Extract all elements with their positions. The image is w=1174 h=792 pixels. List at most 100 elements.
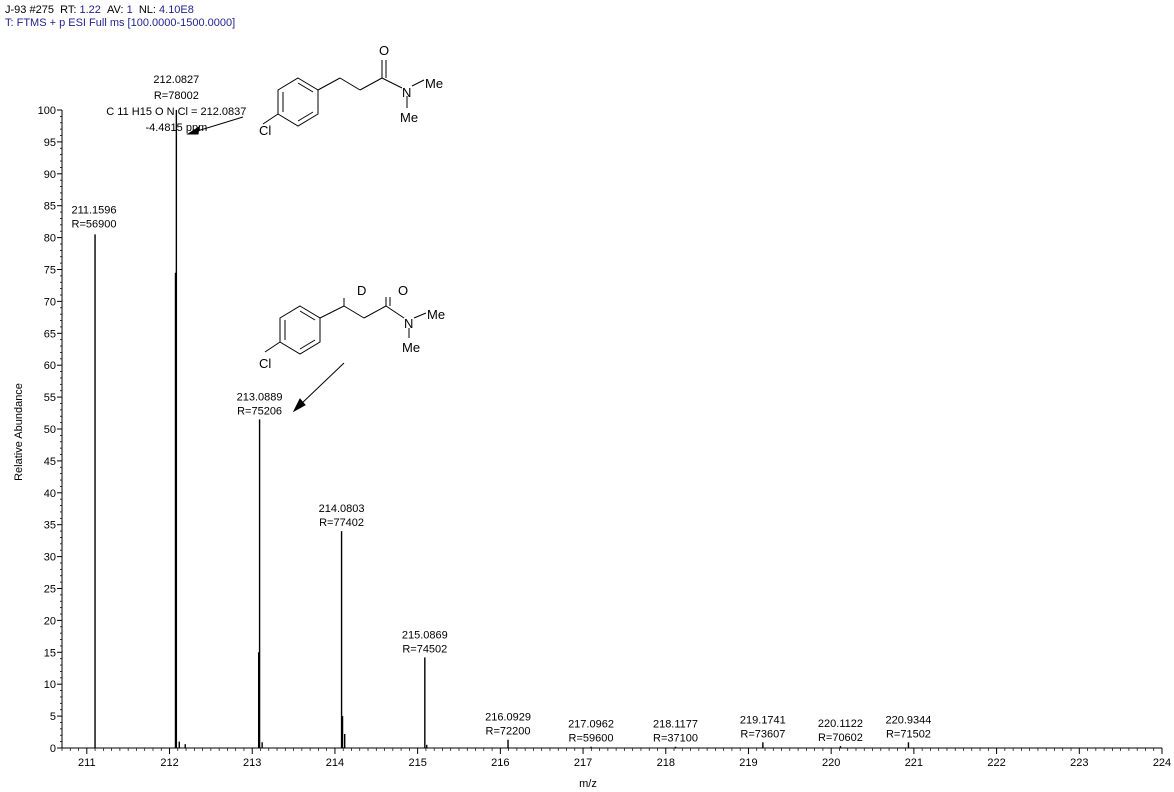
x-tick-label: 219 xyxy=(739,757,757,769)
peak-mz-label: 218.1177 xyxy=(653,719,698,731)
peak-mz-label: 214.0803 xyxy=(319,503,365,515)
y-axis-label: Relative Abundance xyxy=(13,383,25,481)
cl-bond xyxy=(264,341,281,353)
x-tick-label: 213 xyxy=(243,757,261,769)
peak-resolution-label: R=56900 xyxy=(72,218,117,230)
y-tick-label: 40 xyxy=(44,488,56,500)
y-tick-label: 20 xyxy=(44,615,56,627)
me-label-middle-1: Me xyxy=(427,307,445,322)
me-label-top-2: Me xyxy=(400,110,418,125)
ring-double-bond xyxy=(299,310,316,321)
benzene-ring-top xyxy=(277,77,319,127)
chain-bond xyxy=(319,305,345,319)
chain-bond xyxy=(363,305,387,319)
peak-mz-label: 216.0929 xyxy=(485,712,531,724)
x-tick-label: 223 xyxy=(1070,757,1088,769)
arrow-top-head xyxy=(186,125,200,135)
amide-bond xyxy=(381,77,403,89)
d-label-middle: D xyxy=(357,283,366,298)
ring-double-bond xyxy=(297,111,314,122)
o-label-middle: O xyxy=(398,283,408,298)
y-tick-label: 15 xyxy=(44,647,56,659)
cl-bond xyxy=(262,113,279,125)
scan-prefix: J-93 xyxy=(5,4,27,16)
peak-resolution-label: R=70602 xyxy=(818,732,863,744)
o-label-top: O xyxy=(379,43,389,58)
peak-resolution-label: R=71502 xyxy=(886,728,931,740)
plot-axes: 0510152025303540455055606570758085909510… xyxy=(38,105,1172,769)
x-tick-label: 218 xyxy=(657,757,675,769)
peak-mz-label: 213.0889 xyxy=(237,391,283,403)
ring-double-bond xyxy=(297,82,314,93)
peak-mz-label: 219.1741 xyxy=(740,714,786,726)
rt-value: 1.22 xyxy=(79,4,101,16)
arrow-top-line xyxy=(193,116,244,133)
cl-label-top: Cl xyxy=(259,123,271,138)
x-tick-label: 221 xyxy=(905,757,923,769)
x-tick-label: 222 xyxy=(987,757,1005,769)
filter-line: T: FTMS + p ESI Full ms [100.0000-1500.0… xyxy=(5,17,236,29)
y-tick-label: 10 xyxy=(44,679,56,691)
scan-info-line: J-93 #275 RT: 1.22 AV: 1 NL: 4.10E8 xyxy=(5,4,194,16)
chain-bond xyxy=(317,77,341,91)
x-tick-label: 215 xyxy=(408,757,426,769)
chain-bond xyxy=(359,77,383,91)
y-tick-label: 30 xyxy=(44,552,56,564)
peak-mz-label: 215.0869 xyxy=(402,629,448,641)
arrow-middle-head xyxy=(292,398,306,413)
ring-double-bond xyxy=(299,339,316,350)
peak-mz-label: 211.1596 xyxy=(71,204,116,216)
y-tick-label: 80 xyxy=(44,233,56,245)
y-tick-label: 55 xyxy=(44,392,56,404)
y-tick-label: 45 xyxy=(44,456,56,468)
x-tick-label: 224 xyxy=(1153,757,1171,769)
x-tick-label: 211 xyxy=(78,757,96,769)
peak-mz-label: 220.1122 xyxy=(818,718,863,730)
arrow-middle-line xyxy=(299,362,345,406)
y-tick-label: 85 xyxy=(44,201,56,213)
benzene-ring-middle xyxy=(279,305,321,355)
peak-formula-label: C 11 H15 O N Cl = 212.0837 xyxy=(106,106,246,118)
y-tick-label: 95 xyxy=(44,137,56,149)
y-tick-label: 75 xyxy=(44,265,56,277)
n-label-middle: N xyxy=(404,316,413,331)
x-tick-label: 220 xyxy=(822,757,840,769)
me-label-top-1: Me xyxy=(425,76,443,91)
x-tick-label: 214 xyxy=(326,757,344,769)
x-axis-label: m/z xyxy=(579,778,597,790)
chain-bond xyxy=(343,305,365,319)
y-tick-label: 5 xyxy=(50,711,56,723)
nl-label: NL: xyxy=(138,4,156,16)
peak-mz-label: 220.9344 xyxy=(886,714,932,726)
chain-bond xyxy=(339,77,361,91)
structure-top xyxy=(186,60,425,135)
amide-bond xyxy=(385,305,405,319)
x-tick-label: 217 xyxy=(574,757,592,769)
rt-label: RT: xyxy=(60,4,77,16)
av-value: 1 xyxy=(126,4,133,16)
y-tick-label: 0 xyxy=(50,743,56,755)
me-label-middle-2: Me xyxy=(402,340,420,355)
y-tick-label: 60 xyxy=(44,360,56,372)
peak-resolution-label: R=73607 xyxy=(740,728,785,740)
x-tick-label: 212 xyxy=(160,757,178,769)
scan-number: #275 xyxy=(29,4,54,16)
n-methyl-bond xyxy=(413,312,427,319)
peak-series xyxy=(94,110,910,748)
y-tick-label: 35 xyxy=(44,520,56,532)
y-tick-label: 70 xyxy=(44,296,56,308)
n-label-top: N xyxy=(402,85,411,100)
y-tick-label: 25 xyxy=(44,584,56,596)
peak-resolution-label: R=72200 xyxy=(486,726,531,738)
peak-resolution-label: R=59600 xyxy=(569,733,614,745)
y-tick-label: 100 xyxy=(38,105,56,117)
y-tick-label: 90 xyxy=(44,169,56,181)
cl-label-middle: Cl xyxy=(259,356,271,371)
peak-mz-label: 212.0827 xyxy=(153,74,199,86)
peak-resolution-label: R=77402 xyxy=(319,517,364,529)
peak-resolution-label: R=78002 xyxy=(154,90,199,102)
x-tick-label: 216 xyxy=(491,757,509,769)
